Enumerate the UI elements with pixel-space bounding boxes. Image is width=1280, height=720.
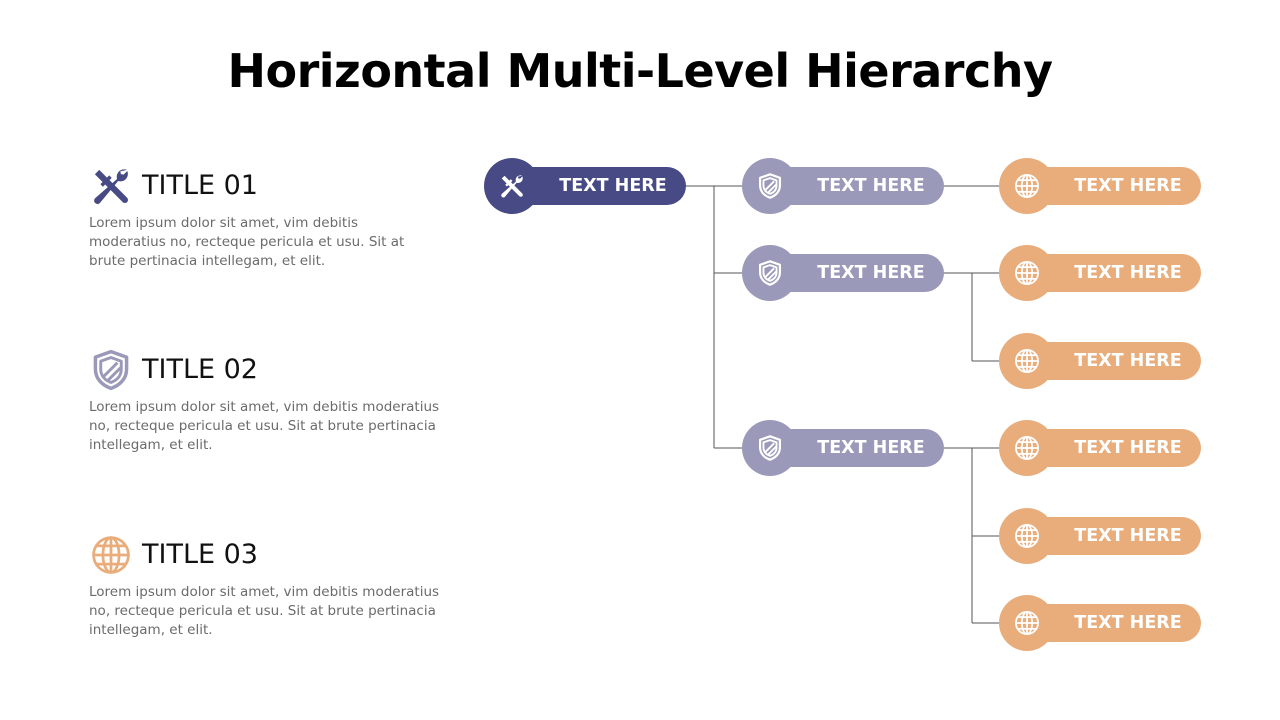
node-label: TEXT HERE [1074, 176, 1182, 196]
legend-description: Lorem ipsum dolor sit amet, vim debitis … [89, 584, 440, 638]
legend-title: TITLE 03 [142, 539, 258, 570]
legend-header: TITLE 02 [89, 348, 449, 392]
globe-icon [1013, 609, 1041, 637]
node-icon-circle [999, 508, 1055, 564]
node-label: TEXT HERE [817, 176, 925, 196]
hierarchy-root-node: TEXT HERE [484, 158, 686, 214]
node-label: TEXT HERE [559, 176, 667, 196]
node-label: TEXT HERE [1074, 263, 1182, 283]
node-label: TEXT HERE [1074, 438, 1182, 458]
globe-icon [1013, 172, 1041, 200]
legend-title: TITLE 02 [142, 354, 258, 385]
node-pill [1027, 429, 1201, 467]
node-icon-circle [999, 420, 1055, 476]
hierarchy-level3-node-3: TEXT HERE [999, 333, 1201, 389]
hierarchy-level3-node-1: TEXT HERE [999, 158, 1201, 214]
legend-header: TITLE 01 [89, 164, 449, 208]
shield-icon [756, 259, 784, 287]
node-label: TEXT HERE [1074, 613, 1182, 633]
node-pill [770, 167, 944, 205]
node-pill [512, 167, 686, 205]
tools-icon [498, 172, 526, 200]
globe-icon [1013, 522, 1041, 550]
node-icon-circle [742, 158, 798, 214]
node-label: TEXT HERE [1074, 351, 1182, 371]
legend-item-2: TITLE 02 Lorem ipsum dolor sit amet, vim… [89, 348, 449, 455]
hierarchy-level2-node-2: TEXT HERE [742, 245, 944, 301]
legend-description: Lorem ipsum dolor sit amet, vim debitis … [89, 215, 405, 269]
hierarchy-level3-node-5: TEXT HERE [999, 508, 1201, 564]
hierarchy-level2-node-1: TEXT HERE [742, 158, 944, 214]
node-label: TEXT HERE [817, 438, 925, 458]
node-icon-circle [484, 158, 540, 214]
hierarchy-level3-node-2: TEXT HERE [999, 245, 1201, 301]
node-label: TEXT HERE [1074, 526, 1182, 546]
legend-item-3: TITLE 03 Lorem ipsum dolor sit amet, vim… [89, 533, 449, 640]
legend-header: TITLE 03 [89, 533, 449, 577]
node-icon-circle [742, 420, 798, 476]
globe-icon [1013, 347, 1041, 375]
node-pill [1027, 604, 1201, 642]
globe-icon [1013, 259, 1041, 287]
hierarchy-level2-node-3: TEXT HERE [742, 420, 944, 476]
legend-item-1: TITLE 01 Lorem ipsum dolor sit amet, vim… [89, 164, 449, 271]
page-title: Horizontal Multi-Level Hierarchy [227, 44, 1053, 98]
node-pill [1027, 254, 1201, 292]
node-pill [770, 429, 944, 467]
node-icon-circle [999, 245, 1055, 301]
globe-icon [1013, 434, 1041, 462]
node-icon-circle [999, 595, 1055, 651]
node-icon-circle [742, 245, 798, 301]
node-icon-circle [999, 158, 1055, 214]
node-pill [1027, 167, 1201, 205]
node-pill [1027, 342, 1201, 380]
node-pill [1027, 517, 1201, 555]
hierarchy-level3-node-6: TEXT HERE [999, 595, 1201, 651]
legend-title: TITLE 01 [142, 170, 258, 201]
node-icon-circle [999, 333, 1055, 389]
node-label: TEXT HERE [817, 263, 925, 283]
hierarchy-level3-node-4: TEXT HERE [999, 420, 1201, 476]
shield-icon [756, 434, 784, 462]
node-pill [770, 254, 944, 292]
legend-description: Lorem ipsum dolor sit amet, vim debitis … [89, 399, 440, 453]
shield-icon [756, 172, 784, 200]
